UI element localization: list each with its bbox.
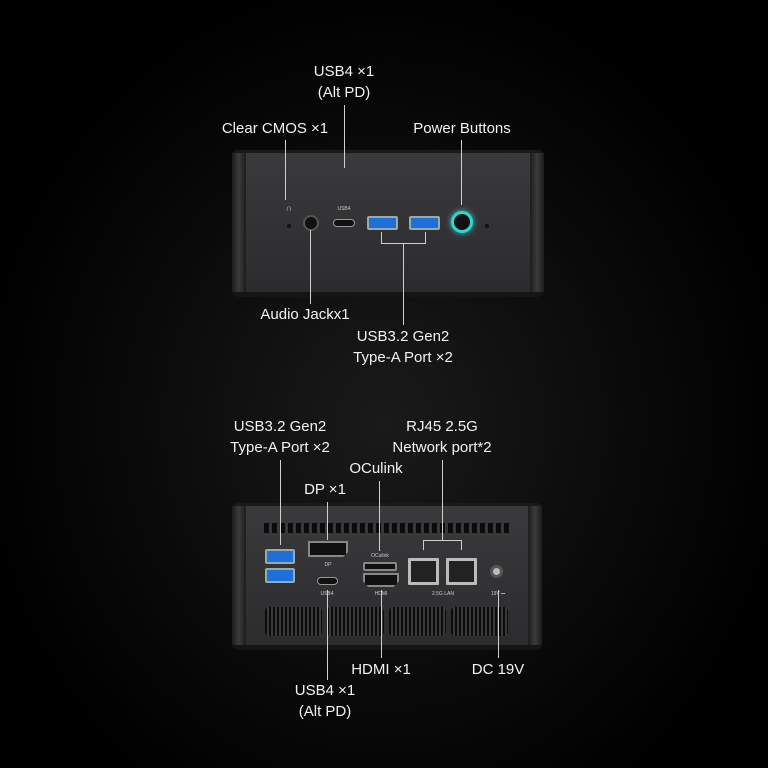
- usb-a-port: [265, 568, 295, 583]
- vent: [451, 607, 508, 636]
- hdmi-port: [363, 573, 399, 587]
- vent: [327, 607, 384, 636]
- dp-port: [308, 541, 348, 557]
- usb4-port: [317, 577, 338, 585]
- label-audio-jack: Audio Jackx1: [260, 306, 350, 323]
- usb4-mark: USB4: [337, 206, 351, 212]
- label-hdmi: HDMI ×1: [351, 661, 411, 678]
- label-dc: DC 19V: [471, 661, 525, 678]
- clear-cmos-hole[interactable]: [287, 224, 291, 228]
- usb4-port: [333, 219, 355, 227]
- front-panel: ∩ USB4: [232, 150, 544, 297]
- label-clear-cmos: Clear CMOS ×1: [221, 120, 329, 137]
- indicator: [485, 224, 489, 228]
- audio-jack: [303, 215, 319, 231]
- dc-jack: [490, 565, 503, 578]
- label-front-usb4: USB4 ×1(Alt PD): [313, 63, 375, 101]
- vent: [389, 607, 446, 636]
- oculink-port: [363, 562, 397, 571]
- usb-a-port: [367, 216, 398, 230]
- label-oculink: OCulink: [349, 460, 403, 477]
- top-vent: [264, 523, 509, 533]
- vent: [265, 607, 322, 636]
- label-rear-usb4: USB4 ×1(Alt PD): [294, 682, 356, 720]
- label-power-buttons: Power Buttons: [413, 120, 511, 137]
- rj45-port: [408, 558, 439, 585]
- usb-a-port: [265, 549, 295, 564]
- rj45-port: [446, 558, 477, 585]
- usb-a-port: [409, 216, 440, 230]
- label-dp: DP ×1: [304, 481, 346, 498]
- rear-panel: DP USB4 OCulink HDMI 2.5G LAN 19V ⎓: [232, 503, 542, 650]
- power-button[interactable]: [451, 211, 473, 233]
